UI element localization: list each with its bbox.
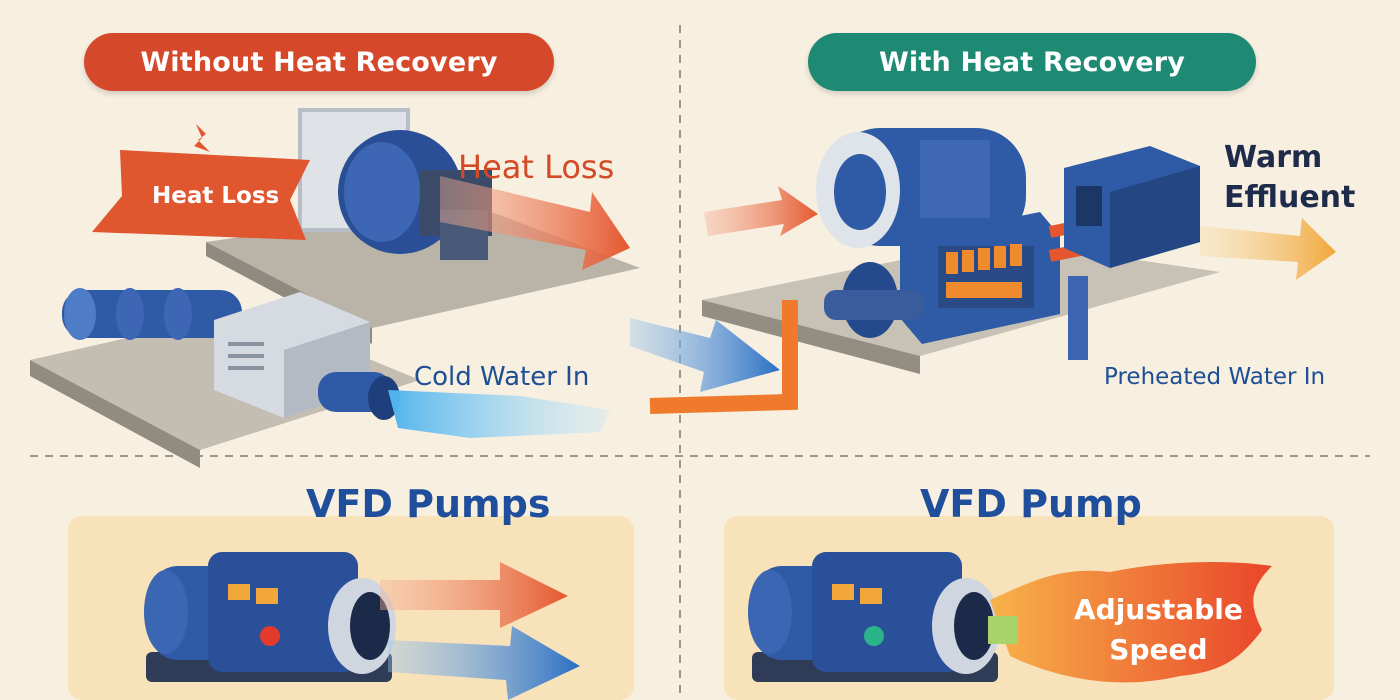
vfd-pumps-scene (144, 552, 580, 700)
without-recovery-scene (30, 108, 640, 468)
warm-effluent-arrow (1200, 218, 1336, 280)
preheated-pipe (649, 300, 798, 414)
heat-loss-label: Heat Loss (458, 148, 615, 186)
run-indicator (864, 626, 884, 646)
preheated-water-in-label: Preheated Water In (1104, 364, 1326, 390)
with-recovery-title: With Heat Recovery (808, 33, 1256, 91)
warm-effluent-label: Warm Effluent (1224, 138, 1355, 218)
flow-arrow-orange (380, 562, 568, 628)
vfd-pump-scene (748, 552, 1272, 683)
cold-water-in-label: Cold Water In (414, 362, 590, 392)
heat-loss-arrow (440, 176, 630, 270)
heat-loss-banner-label: Heat Loss (152, 183, 280, 209)
vfd-pump-title: VFD Pump (920, 482, 1142, 526)
vfd-pumps-title: VFD Pumps (306, 482, 551, 526)
adjustable-speed-line-2: Speed (1109, 633, 1208, 666)
warm-effluent-line-1: Warm (1224, 140, 1323, 175)
transfer-arrow (630, 318, 780, 392)
without-recovery-title: Without Heat Recovery (84, 33, 554, 91)
adjustable-speed-flame (990, 562, 1272, 683)
with-recovery-scene (649, 128, 1336, 414)
cold-water-stream (388, 390, 610, 438)
flow-arrow-blue (388, 626, 580, 700)
warm-effluent-line-2: Effluent (1224, 180, 1356, 215)
stop-indicator (260, 626, 280, 646)
heat-input-arrow (704, 186, 818, 236)
adjustable-speed-label: Adjustable Speed (1074, 590, 1243, 670)
flame-icon (194, 124, 210, 152)
heat-loss-banner (92, 150, 310, 240)
adjustable-speed-line-1: Adjustable (1074, 593, 1243, 626)
